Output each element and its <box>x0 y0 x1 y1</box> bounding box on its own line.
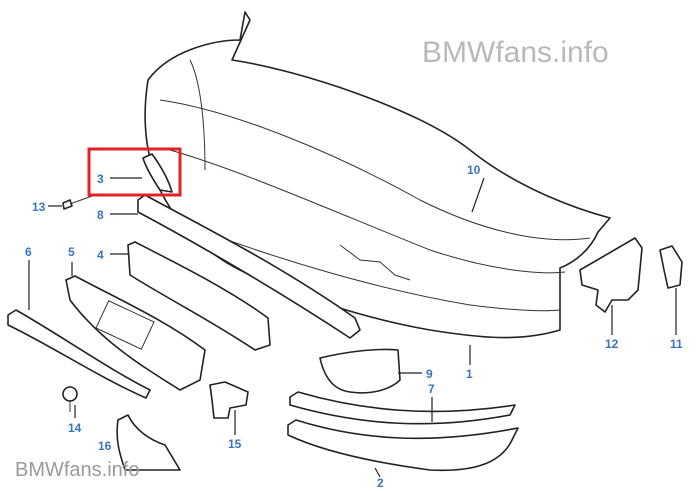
part-8 <box>137 194 361 339</box>
label-13: 13 <box>32 200 46 214</box>
label-1: 1 <box>466 367 473 381</box>
watermark-top: BMWfans.info <box>422 36 609 69</box>
part-12 <box>579 237 643 313</box>
watermark-bottom: BMWfans.info <box>15 459 139 481</box>
part-3[interactable] <box>87 147 182 197</box>
part-16 <box>116 414 181 471</box>
label-7: 7 <box>428 382 435 396</box>
part-6 <box>7 309 151 399</box>
label-16: 16 <box>98 439 112 453</box>
part-2 <box>287 419 519 472</box>
label-12: 12 <box>605 337 619 351</box>
label-8: 8 <box>97 208 104 222</box>
label-5: 5 <box>68 245 75 259</box>
part-11 <box>659 245 683 289</box>
highlight-box <box>87 147 182 197</box>
part-9 <box>319 348 401 394</box>
label-2: 2 <box>377 476 384 490</box>
part-4 <box>127 241 271 351</box>
part-14 <box>62 386 78 412</box>
label-15: 15 <box>228 437 242 451</box>
part-5 <box>65 275 206 391</box>
label-14: 14 <box>68 421 82 435</box>
label-11: 11 <box>670 337 683 351</box>
leader-lines <box>28 177 677 478</box>
label-6: 6 <box>25 245 32 259</box>
label-3: 3 <box>97 172 104 186</box>
callout-labels: 10 3 13 8 6 5 4 1 9 7 14 15 16 2 12 11 <box>25 163 683 490</box>
label-9: 9 <box>426 367 433 381</box>
label-4: 4 <box>97 248 104 262</box>
label-10: 10 <box>467 163 481 177</box>
part-13 <box>62 195 93 210</box>
part-15 <box>209 381 249 419</box>
part-7 <box>289 391 516 425</box>
